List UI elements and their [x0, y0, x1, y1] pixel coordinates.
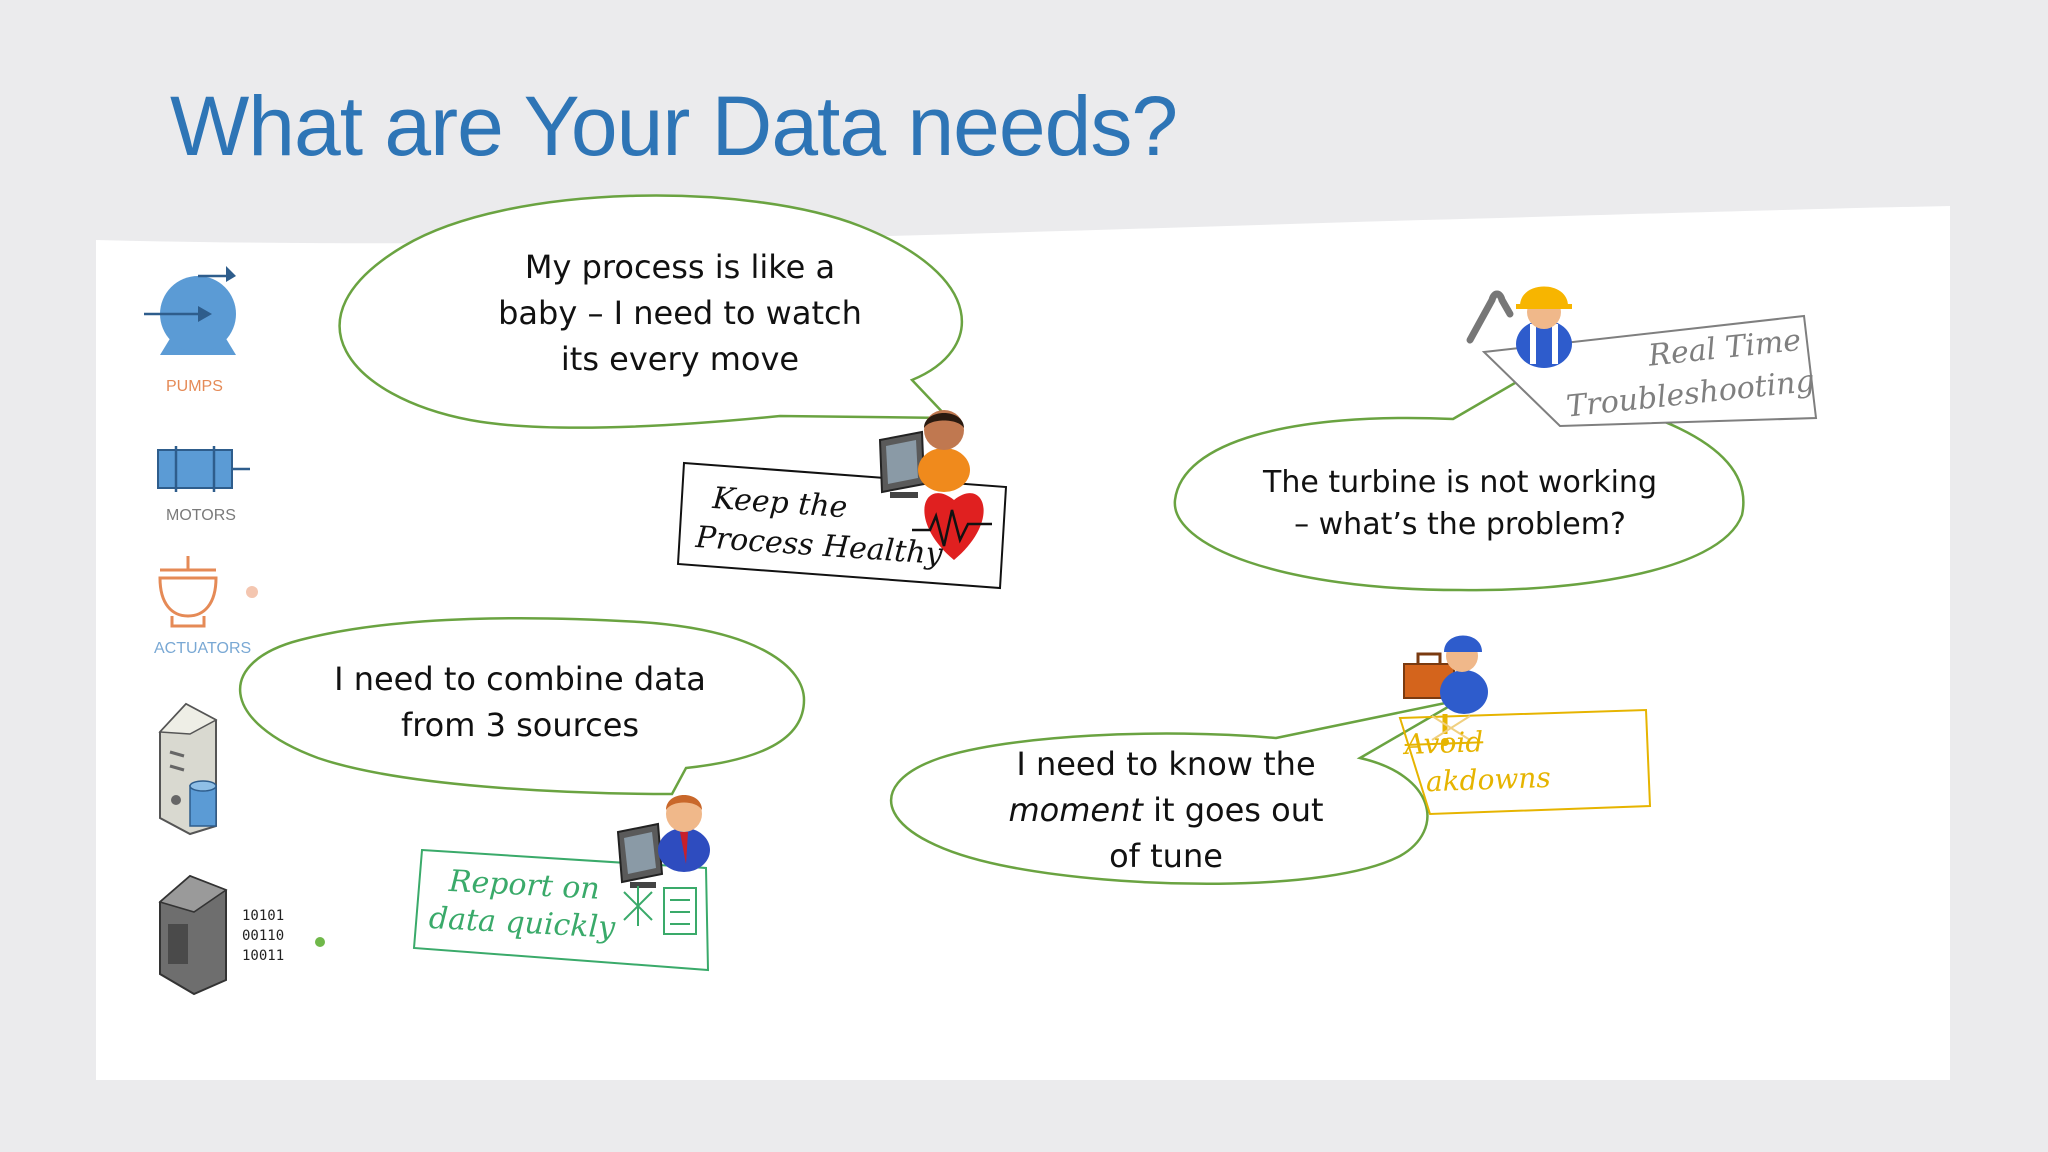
sticker-report: Report on data quickly — [428, 862, 618, 948]
pump-icon — [144, 266, 236, 355]
bubble-line: I need to know the — [1016, 745, 1316, 783]
storage-server-icon — [158, 874, 325, 996]
sticker-breakdowns-frame — [1398, 708, 1652, 816]
bubble-line: of tune — [1109, 837, 1223, 875]
bubble-turbine — [1173, 378, 1745, 592]
bubble-turbine-text: The turbine is not working – what’s the … — [1230, 462, 1690, 546]
bubble-line: The turbine is not working — [1263, 465, 1657, 500]
bubble-line: baby – I need to watch — [498, 294, 862, 332]
sticker-line: akdowns — [1425, 760, 1552, 799]
motors-label: MOTORS — [166, 507, 236, 524]
bubble-line: moment it goes out — [966, 787, 1366, 833]
chart-doodle-icon — [623, 886, 697, 935]
binary-row: 00110 — [242, 928, 285, 944]
bubble-line: My process is like a — [524, 248, 836, 286]
bubble-moment — [889, 698, 1461, 886]
heart-pulse-icon — [912, 493, 992, 560]
engineer-hardhat-icon — [1466, 286, 1572, 368]
bubble-combine — [239, 616, 806, 796]
sticker-breakdowns: Avoid akdowns — [1404, 721, 1551, 802]
slide-title: What are Your Data needs? — [170, 79, 1178, 173]
bubble-line: from 3 sources — [400, 706, 640, 744]
actuator-icon — [158, 556, 258, 628]
worker-toolbox-icon — [1403, 635, 1488, 746]
bubble-combine-text: I need to combine data from 3 sources — [310, 656, 730, 748]
bubble-line-rest: it goes out — [1142, 791, 1324, 829]
bubble-process-baby — [338, 194, 963, 429]
pumps-label: PUMPS — [166, 378, 223, 395]
sticker-healthy: Keep the Process Healthy — [694, 478, 946, 575]
bubble-line: – what’s the problem? — [1294, 507, 1626, 542]
sticker-line: Avoid — [1404, 725, 1484, 761]
actuators-label: ACTUATORS — [154, 640, 252, 657]
bubble-moment-text: I need to know the moment it goes out of… — [966, 741, 1366, 879]
bubble-line: I need to combine data — [334, 660, 706, 698]
binary-data-text: 10101 00110 10011 — [242, 906, 284, 966]
emphasis-text: moment — [1008, 791, 1143, 829]
bubble-process-baby-text: My process is like a baby – I need to wa… — [470, 244, 890, 382]
businessman-at-computer-icon — [616, 795, 710, 888]
binary-row: 10011 — [242, 948, 285, 964]
bubble-line: its every move — [560, 340, 800, 378]
server-database-icon — [158, 702, 218, 836]
motor-icon — [157, 446, 250, 492]
binary-row: 10101 — [242, 908, 285, 924]
person-at-computer-icon — [878, 410, 970, 498]
